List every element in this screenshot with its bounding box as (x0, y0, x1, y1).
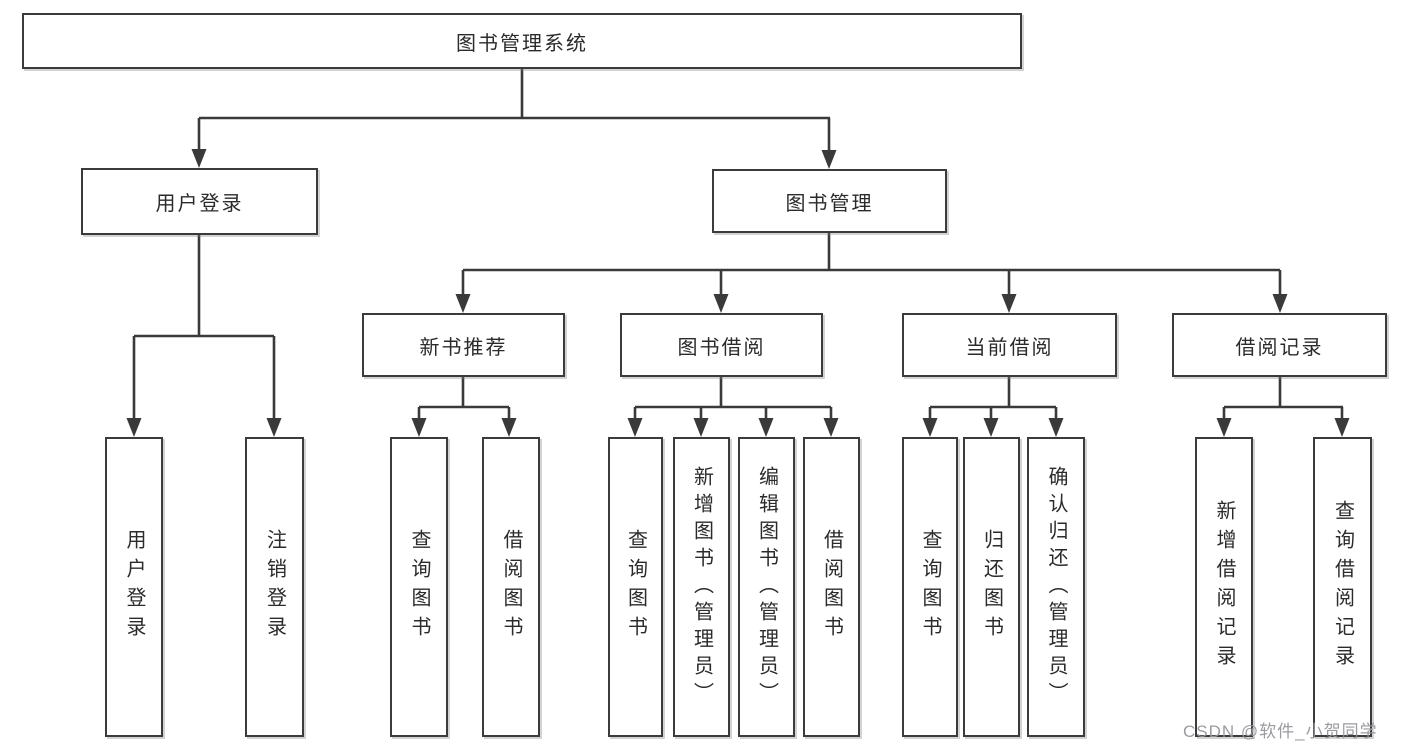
leaf-logout: 注销登录 (245, 437, 304, 737)
leaf-borrow-books-recommend: 借阅图书 (482, 437, 540, 737)
node-root-library-management-system: 图书管理系统 (22, 13, 1022, 69)
leaf-confirm-return-admin: 确认归还（管理员） (1027, 437, 1085, 737)
node-book-management: 图书管理 (712, 169, 947, 233)
leaf-borrow-books-borrowing: 借阅图书 (803, 437, 860, 737)
node-user-login: 用户登录 (81, 168, 318, 235)
leaf-query-books-borrowing: 查询图书 (608, 437, 663, 737)
leaf-return-book: 归还图书 (963, 437, 1020, 737)
csdn-watermark: CSDN @软件_小贺同学 (1183, 722, 1378, 741)
leaf-query-books-current: 查询图书 (902, 437, 958, 737)
leaf-edit-book-admin: 编辑图书（管理员） (738, 437, 795, 737)
leaf-user-login: 用户登录 (105, 437, 163, 737)
node-current-borrowing: 当前借阅 (902, 313, 1117, 377)
leaf-query-books-recommend: 查询图书 (390, 437, 448, 737)
leaf-query-borrow-record: 查询借阅记录 (1313, 437, 1372, 737)
node-borrowing-records: 借阅记录 (1172, 313, 1387, 377)
arrowheads (126, 149, 1350, 437)
node-new-book-recommend: 新书推荐 (362, 313, 565, 377)
leaf-add-book-admin: 新增图书（管理员） (673, 437, 730, 737)
node-book-borrowing: 图书借阅 (620, 313, 823, 377)
leaf-add-borrow-record: 新增借阅记录 (1195, 437, 1253, 737)
